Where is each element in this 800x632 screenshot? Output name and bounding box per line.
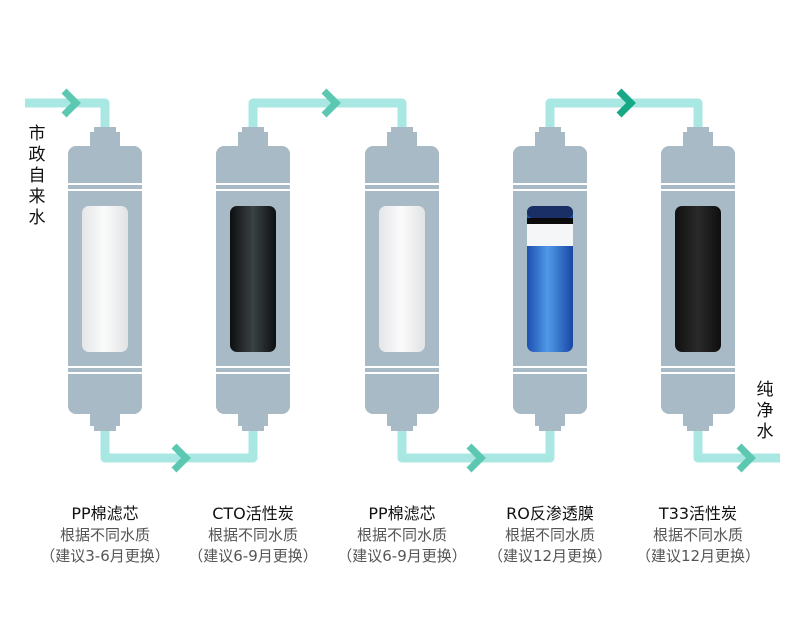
filter-note: 根据不同水质 xyxy=(504,526,595,544)
connector-top xyxy=(90,132,120,148)
membrane-label xyxy=(527,224,573,246)
filter-name: RO反渗透膜 xyxy=(506,504,594,523)
filter-name: CTO活性炭 xyxy=(212,504,294,523)
connector-neck xyxy=(94,127,116,134)
filter-name: PP棉滤芯 xyxy=(71,504,139,523)
filter-cartridge xyxy=(661,127,735,431)
filter-caption: RO反渗透膜 根据不同水质 （建议12月更换） xyxy=(476,503,624,567)
filter-interval: （建议6-9月更换） xyxy=(337,547,467,565)
filter-caption: PP棉滤芯 根据不同水质 （建议3-6月更换） xyxy=(31,503,179,567)
filter-name: T33活性炭 xyxy=(658,504,738,523)
flow-arrow-icon xyxy=(736,443,756,473)
filter-note: 根据不同水质 xyxy=(207,526,298,544)
connector-neck xyxy=(242,424,264,431)
filter-note: 根据不同水质 xyxy=(356,526,447,544)
connector-neck xyxy=(539,127,561,134)
connector-top xyxy=(683,132,713,148)
filter-name: PP棉滤芯 xyxy=(368,504,436,523)
inlet-label: 市政自来水 xyxy=(28,124,46,228)
connector-neck xyxy=(242,127,264,134)
filter-interval: （建议6-9月更换） xyxy=(188,547,318,565)
filter-interval: （建议12月更换） xyxy=(487,547,613,565)
filter-media xyxy=(230,206,276,352)
water-pipe xyxy=(100,425,258,463)
connector-neck xyxy=(391,127,413,134)
flow-arrow-icon xyxy=(616,88,636,118)
connector-top xyxy=(535,132,565,148)
connector-neck xyxy=(687,127,709,134)
connector-neck xyxy=(94,424,116,431)
filter-cartridge xyxy=(513,127,587,431)
filter-media xyxy=(82,206,128,352)
filter-cartridge xyxy=(68,127,142,431)
filter-media xyxy=(379,206,425,352)
membrane-band xyxy=(527,218,573,224)
water-pipe xyxy=(25,98,110,132)
filter-caption: CTO活性炭 根据不同水质 （建议6-9月更换） xyxy=(179,503,327,567)
water-pipe xyxy=(545,98,703,132)
membrane-cap xyxy=(527,206,573,218)
flow-arrow-icon xyxy=(61,88,81,118)
connector-neck xyxy=(539,424,561,431)
filter-media xyxy=(675,206,721,352)
filter-interval: （建议12月更换） xyxy=(635,547,761,565)
water-pipe xyxy=(248,98,407,132)
flow-arrow-icon xyxy=(466,443,486,473)
water-pipe xyxy=(397,425,555,463)
connector-neck xyxy=(391,424,413,431)
filter-note: 根据不同水质 xyxy=(59,526,150,544)
filter-note: 根据不同水质 xyxy=(652,526,743,544)
connector-top xyxy=(238,132,268,148)
filter-cartridge xyxy=(365,127,439,431)
filter-cartridge xyxy=(216,127,290,431)
flow-arrow-icon xyxy=(321,88,341,118)
connector-top xyxy=(387,132,417,148)
outlet-label: 纯净水 xyxy=(756,380,774,442)
filter-caption: T33活性炭 根据不同水质 （建议12月更换） xyxy=(624,503,772,567)
filter-caption: PP棉滤芯 根据不同水质 （建议6-9月更换） xyxy=(328,503,476,567)
flow-arrow-icon xyxy=(171,443,191,473)
connector-neck xyxy=(687,424,709,431)
filter-interval: （建议3-6月更换） xyxy=(40,547,170,565)
